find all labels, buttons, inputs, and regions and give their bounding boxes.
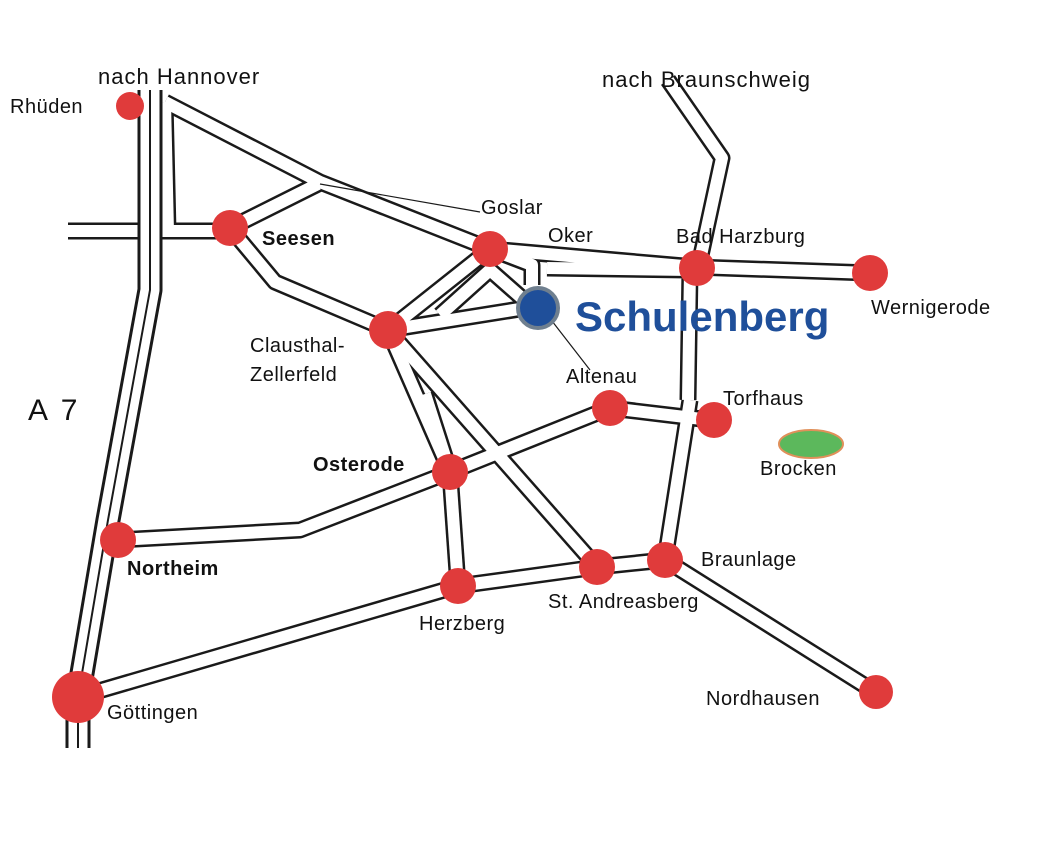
town-label-wernigerode: Wernigerode: [871, 297, 991, 319]
destination-label: Schulenberg: [575, 293, 829, 340]
direction-label-braunschweig: nach Braunschweig: [602, 67, 811, 92]
town-marker-goslar: [472, 231, 508, 267]
town-label-northeim: Northeim: [127, 558, 219, 580]
town-marker-herzberg: [440, 568, 476, 604]
town-label-seesen: Seesen: [262, 228, 335, 250]
town-label-torfhaus: Torfhaus: [723, 388, 804, 410]
road-network: [65, 75, 880, 748]
town-label-braunlage: Braunlage: [701, 549, 797, 571]
town-marker-rhueden: [116, 92, 144, 120]
town-label-oker: Oker: [548, 225, 593, 247]
town-label-goettingen: Göttingen: [107, 702, 198, 724]
destination-marker-icon: [516, 286, 560, 330]
highway-label-a7: A 7: [28, 394, 80, 427]
town-marker-seesen: [212, 210, 248, 246]
town-markers: [52, 92, 893, 723]
direction-label-hannover: nach Hannover: [98, 64, 260, 89]
town-marker-northeim: [100, 522, 136, 558]
town-marker-osterode: [432, 454, 468, 490]
town-marker-bad-harzburg: [679, 250, 715, 286]
town-marker-wernigerode: [852, 255, 888, 291]
town-label-bad-harzburg: Bad Harzburg: [676, 226, 805, 248]
town-label-goslar: Goslar: [481, 197, 543, 219]
town-marker-braunlage: [647, 542, 683, 578]
town-marker-clausthal: [369, 311, 407, 349]
town-marker-goettingen: [52, 671, 104, 723]
town-marker-nordhausen: [859, 675, 893, 709]
town-label-clausthal-line1: Clausthal-: [250, 335, 345, 357]
town-label-osterode: Osterode: [313, 454, 405, 476]
town-marker-altenau: [592, 390, 628, 426]
town-label-rhueden: Rhüden: [10, 96, 83, 118]
town-marker-st-andreasberg: [579, 549, 615, 585]
town-label-st-andreasberg: St. Andreasberg: [548, 591, 699, 613]
town-label-clausthal-line2: Zellerfeld: [250, 364, 337, 386]
town-label-altenau: Altenau: [566, 366, 637, 388]
town-marker-torfhaus: [696, 402, 732, 438]
town-label-nordhausen: Nordhausen: [706, 688, 820, 710]
brocken-mountain-icon: [778, 429, 844, 459]
landmark-label-brocken: Brocken: [760, 458, 837, 480]
map-labels: nach Hannover nach Braunschweig Rhüden S…: [10, 64, 991, 724]
town-label-herzberg: Herzberg: [419, 613, 505, 635]
